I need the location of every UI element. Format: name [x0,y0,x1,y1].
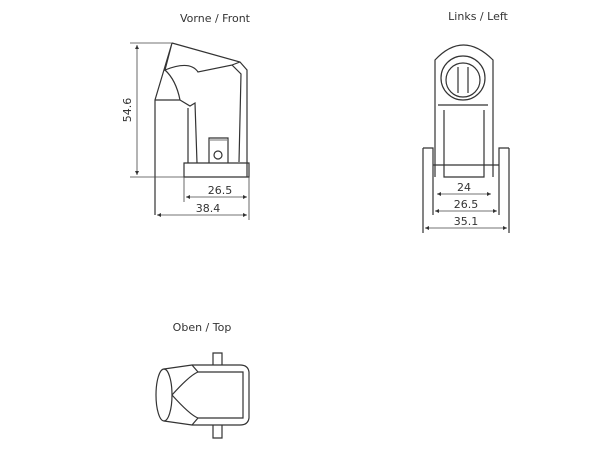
top-view-title: Oben / Top [173,321,232,334]
front-height-dim: 54.6 [121,98,134,123]
front-outer-width-dim: 38.4 [196,202,221,215]
left-w3-dim: 35.1 [454,215,479,228]
left-w2-dim: 26.5 [454,198,479,211]
front-view-title: Vorne / Front [180,12,251,25]
front-inner-width-dim: 26.5 [208,184,233,197]
left-view: Links / Left 24 26.5 35.1 [422,10,510,233]
left-view-title: Links / Left [448,10,508,23]
front-view: Vorne / Front 54.6 26.5 38.4 [121,12,251,220]
top-view: Oben / Top [155,321,250,439]
left-w1-dim: 24 [457,181,471,194]
